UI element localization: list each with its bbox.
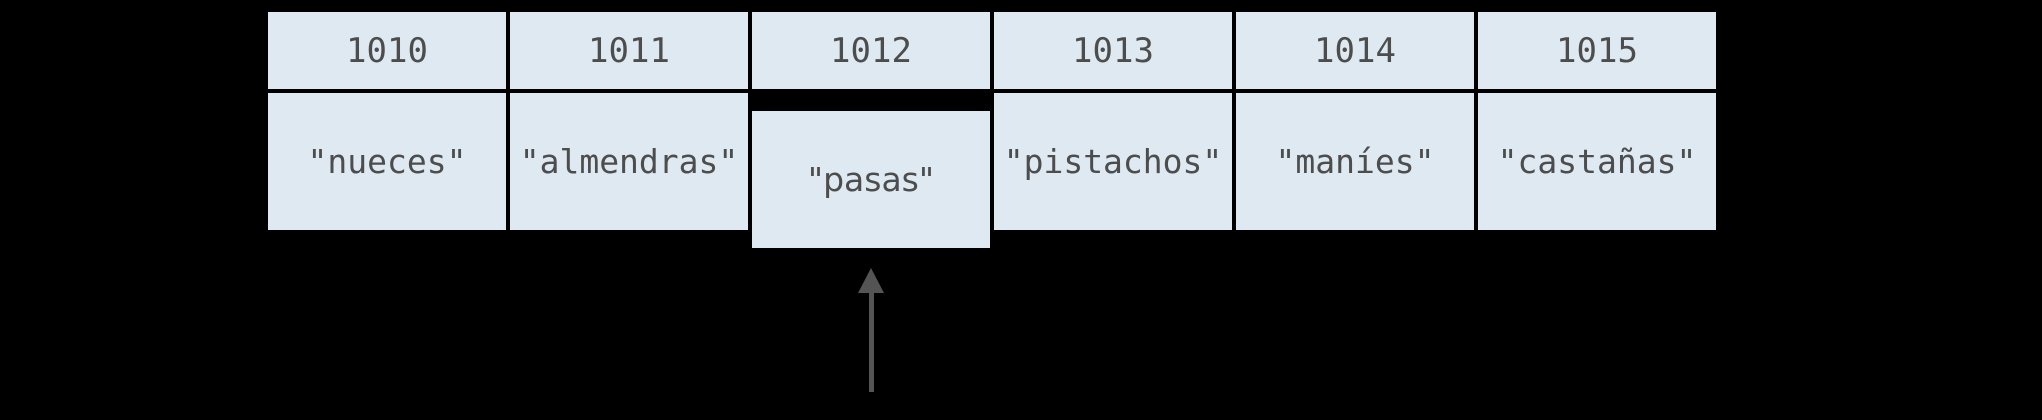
address-cell: 1013 — [994, 12, 1232, 89]
address-cell: 1012 — [752, 12, 990, 89]
up-arrow-icon — [858, 268, 884, 293]
value-cell: "almendras" — [510, 93, 748, 230]
value-cell: "maníes" — [1236, 93, 1474, 230]
address-cell: 1015 — [1478, 12, 1716, 89]
address-cell: 1011 — [510, 12, 748, 89]
memory-table: 1010 1011 1012 1013 1014 1015 "nueces" "… — [268, 12, 1716, 248]
value-cell: "nueces" — [268, 93, 506, 230]
value-cell: "pistachos" — [994, 93, 1232, 230]
value-cell-highlighted: "pasas" — [752, 111, 990, 248]
address-cell: 1010 — [268, 12, 506, 89]
value-cell: "castañas" — [1478, 93, 1716, 230]
address-cell: 1014 — [1236, 12, 1474, 89]
up-arrow-stem — [869, 290, 874, 392]
